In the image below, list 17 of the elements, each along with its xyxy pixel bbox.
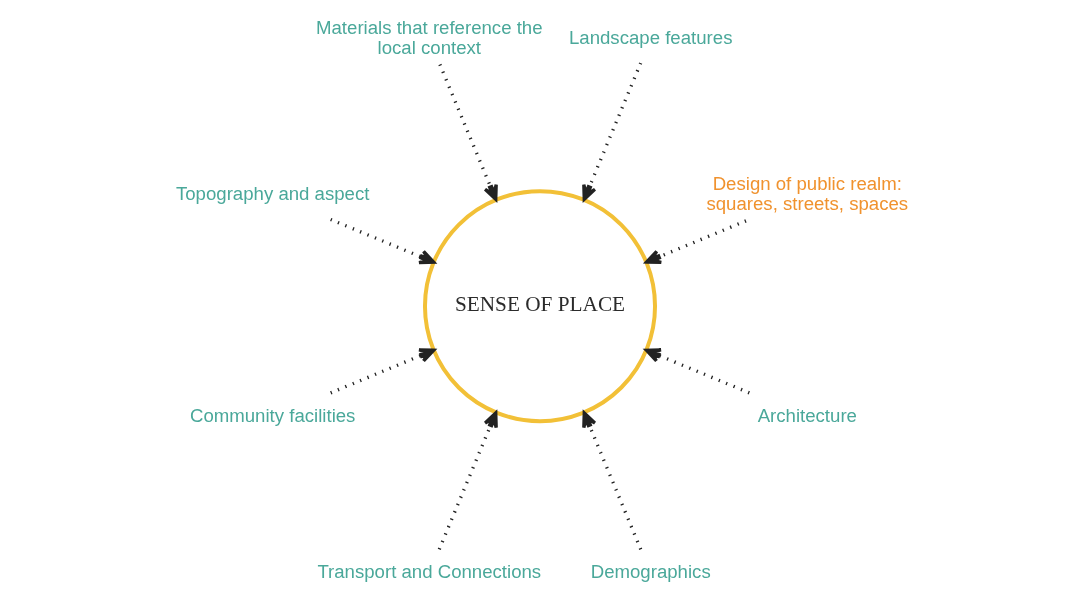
arrow: [645, 219, 747, 265]
node-text: Community facilities: [189, 404, 356, 426]
node-text: Landscape features: [568, 26, 733, 48]
node-text: Demographics: [590, 561, 711, 583]
node-circle: SENSE OF PLACE: [422, 189, 658, 424]
arrow: [644, 348, 750, 395]
node-text: Design of public realm: squares, streets, spaces: [706, 173, 909, 215]
arrow: [438, 63, 498, 201]
node-text: Materials that reference the local context: [316, 16, 543, 58]
arrow: [582, 411, 643, 550]
arrow: [330, 348, 436, 395]
arrow: [582, 62, 643, 201]
node-text: Transport and Connections: [317, 561, 542, 583]
arrow: [330, 217, 436, 265]
arrow: [437, 411, 498, 550]
node-text: Topography and aspect: [175, 183, 370, 205]
node-text: Architecture: [757, 404, 857, 426]
